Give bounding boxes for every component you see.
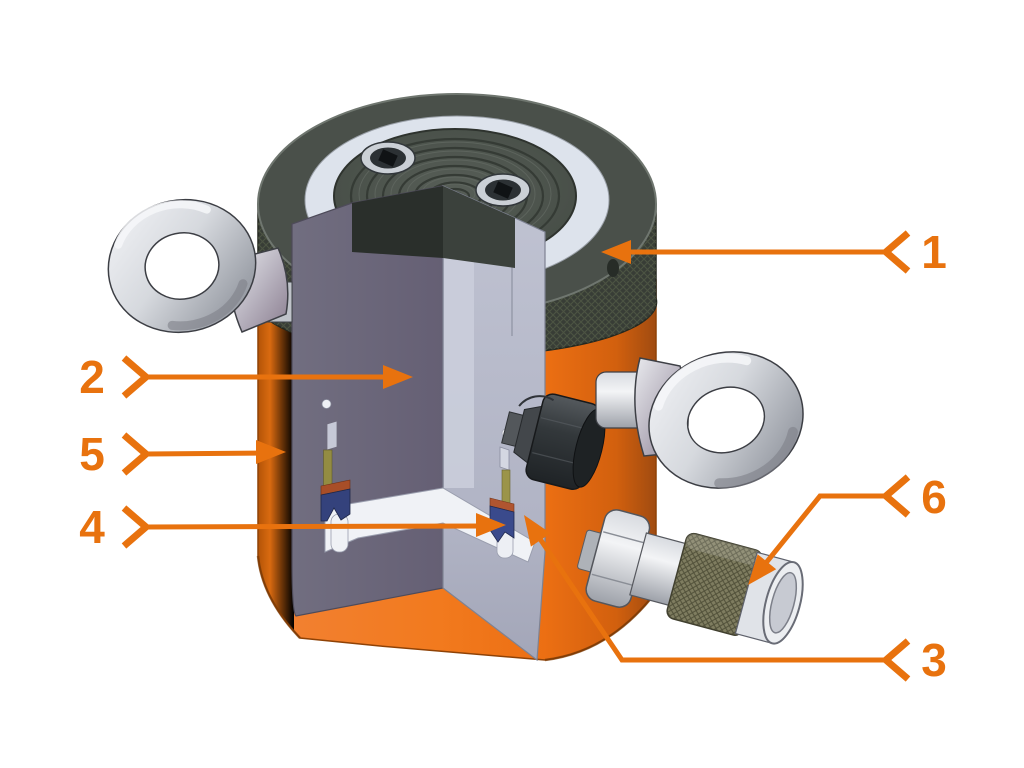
seal-stack-left — [320, 399, 351, 522]
callout-2: 2 — [79, 351, 413, 403]
backup-ring-left — [323, 449, 333, 488]
cutaway-section — [291, 185, 546, 662]
u-cup-seal-left — [320, 488, 351, 522]
eyebolt-right-highlight — [653, 353, 752, 411]
callout-2-chevron — [121, 355, 152, 399]
cylinder-bottom-edge — [256, 555, 301, 639]
callout-4: 4 — [79, 501, 506, 553]
callout-5-arrowhead — [256, 440, 286, 464]
callout-3: 3 — [524, 515, 947, 686]
eyebolt-right — [595, 351, 804, 489]
callout-1: 1 — [601, 226, 947, 278]
callout-3-arrowhead — [524, 515, 551, 547]
wedge-wall-right — [443, 186, 515, 268]
callout-6-leader-line — [755, 493, 886, 576]
callout-3-number: 3 — [921, 634, 947, 686]
callout-1-number: 1 — [921, 226, 947, 278]
callout-5-chevron — [121, 432, 152, 476]
callout-1-chevron — [880, 230, 911, 274]
port-hole-dot — [321, 399, 332, 409]
callout-1-arrowhead — [601, 240, 631, 264]
callout-4-number: 4 — [79, 501, 105, 553]
callout-3-leader-line — [531, 528, 886, 663]
callout-5-number: 5 — [79, 428, 105, 480]
hex-plug — [501, 393, 606, 491]
callout-6: 6 — [748, 471, 947, 585]
callout-4-chevron — [121, 505, 152, 549]
eyebolt-left-shadow — [167, 279, 248, 331]
coupler-nut-facets — [591, 531, 645, 586]
callout-4-arrowhead — [476, 513, 506, 537]
guide-ring-right — [499, 446, 510, 471]
callout-5: 5 — [79, 428, 286, 480]
backup-ring-right — [501, 469, 511, 507]
eyebolt-left-highlight — [114, 200, 211, 249]
callout-6-number: 6 — [921, 471, 947, 523]
eyebolt-left — [107, 198, 293, 334]
coupler-sleeve-sheen — [685, 533, 762, 566]
callout-6-arrowhead — [748, 554, 777, 585]
collar-vent-hole — [607, 259, 619, 277]
cavity-notch-left — [330, 513, 349, 553]
hydraulic-coupler — [577, 509, 804, 645]
eyebolt-right-shadow — [714, 426, 798, 489]
callout-2-number: 2 — [79, 351, 105, 403]
guide-ring-left — [326, 420, 338, 451]
coupler-cup-bore — [768, 571, 798, 634]
wedge-wall-left — [352, 186, 443, 258]
callout-5-leader-line — [145, 450, 269, 457]
coupler-knurl-texture — [667, 533, 762, 636]
cap-screw-right — [475, 173, 531, 207]
eyebolt-right-ring — [648, 351, 804, 489]
callout-2-arrowhead — [383, 365, 413, 389]
callouts: 1 2 5 4 6 — [79, 226, 947, 686]
callout-3-chevron — [880, 638, 911, 682]
cap-screw-left — [360, 141, 416, 175]
callout-6-chevron — [880, 474, 911, 518]
callout-4-leader-line — [145, 523, 487, 530]
